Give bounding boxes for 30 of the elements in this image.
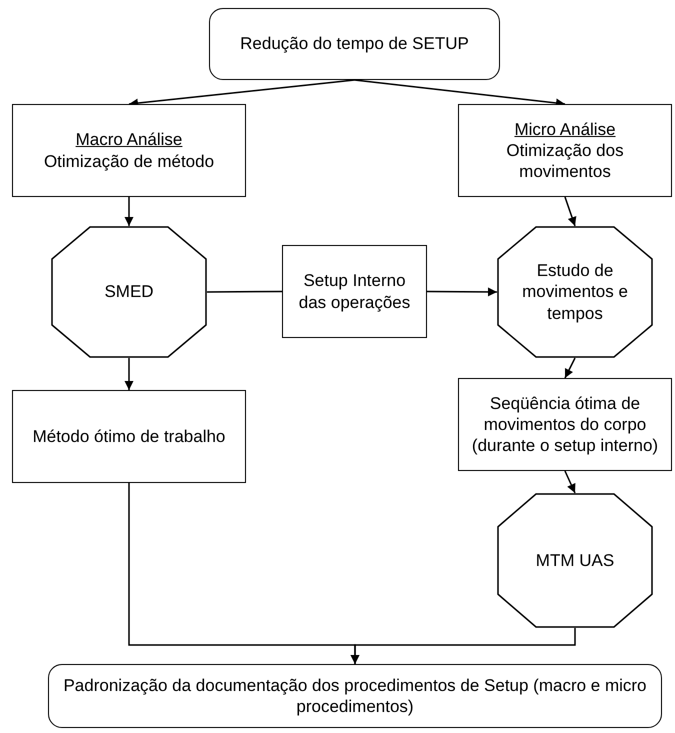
octagon-shape xyxy=(51,226,207,358)
box-text: Padronização da documentação dos procedimentos de Setup (macro e micro procedimentos) xyxy=(62,674,648,718)
end-box xyxy=(48,664,662,728)
process-box xyxy=(12,390,246,483)
box-text: Método ótimo de trabalho xyxy=(32,426,226,448)
octagon-shape xyxy=(497,226,653,358)
start-box xyxy=(209,8,500,80)
box-text: Seqüência ótima de movimentos do corpo (durante o setup interno) xyxy=(470,392,660,456)
process-box xyxy=(12,104,246,197)
box-text: Setup Interno das operações xyxy=(298,270,412,313)
box-text: Otimização dos movimentos xyxy=(505,140,625,182)
process-box xyxy=(282,245,427,338)
box-text: Estudo de movimentos e tempos xyxy=(521,260,629,324)
arrow xyxy=(564,470,576,494)
box-text: SMED xyxy=(104,281,154,303)
octagon-shape xyxy=(497,493,653,628)
box-text: MTM UAS xyxy=(536,550,614,572)
process-box xyxy=(458,378,672,471)
process-box xyxy=(458,104,672,197)
arrow xyxy=(564,358,576,378)
arrow xyxy=(350,628,576,664)
box-heading: Micro Análise xyxy=(514,118,616,140)
connector-line xyxy=(207,290,282,293)
arrow xyxy=(427,287,497,296)
arrow xyxy=(124,197,134,226)
box-heading: Macro Análise xyxy=(76,129,182,150)
box-text: Otimização de método xyxy=(44,150,214,172)
box-text: Redução do tempo de SETUP xyxy=(240,33,469,55)
arrow xyxy=(564,196,576,226)
arrow xyxy=(124,358,134,390)
